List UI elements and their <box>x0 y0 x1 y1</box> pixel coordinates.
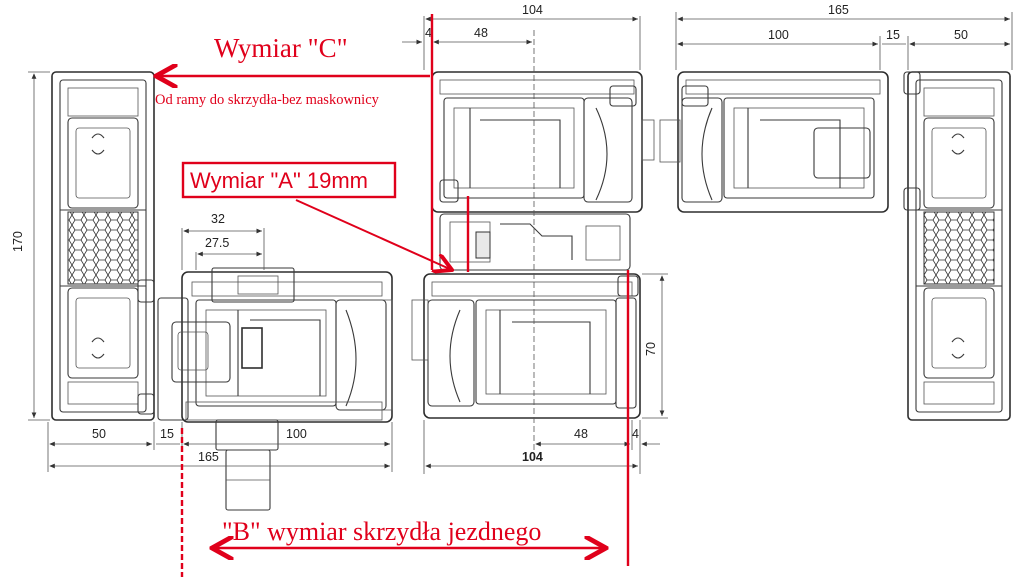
dim-48-bottom: 48 <box>574 427 588 441</box>
dim-27-5: 27.5 <box>205 236 229 250</box>
top-center-dimensions: 104 4 48 <box>402 3 641 460</box>
dim-104-top: 104 <box>522 3 543 17</box>
bottom-center-dimensions: 48 4 104 <box>423 420 660 474</box>
top-right-dimensions: 165 100 15 50 <box>675 3 1013 70</box>
center-top-sash-profile <box>431 71 655 213</box>
dim-4-bottom: 4 <box>632 427 639 441</box>
left-sash-profile <box>157 271 393 423</box>
interlock-profile <box>439 213 631 271</box>
center-bottom-sash-profile <box>411 273 641 419</box>
dim-50-top: 50 <box>954 28 968 42</box>
left-height-dimension: 170 <box>11 71 50 421</box>
dim-15: 15 <box>160 427 174 441</box>
red-annotations: Wymiar "C" Od ramy do skrzydła-bez masko… <box>155 14 630 577</box>
wymiar-c-note: Od ramy do skrzydła-bez maskownicy <box>155 92 380 108</box>
dim-165: 165 <box>198 450 219 464</box>
dim-100: 100 <box>286 427 307 441</box>
dim-170: 170 <box>11 231 25 252</box>
dim-48-top: 48 <box>474 26 488 40</box>
dim-165-top: 165 <box>828 3 849 17</box>
wymiar-c-label: Wymiar "C" <box>214 33 348 63</box>
dim-32: 32 <box>211 212 225 226</box>
dim-50: 50 <box>92 427 106 441</box>
height-70-dimension: 70 <box>642 273 668 419</box>
wymiar-a-label: Wymiar "A" 19mm <box>190 168 368 193</box>
dim-104-bottom: 104 <box>522 450 543 464</box>
dim-15-top: 15 <box>886 28 900 42</box>
left-frame-profile <box>51 71 155 421</box>
wymiar-a-box <box>181 161 397 199</box>
right-frame-profile <box>903 71 1011 421</box>
dim-100-top: 100 <box>768 28 789 42</box>
dim-70: 70 <box>644 342 658 356</box>
wymiar-a-arrow <box>295 199 452 270</box>
dim-4-top: 4 <box>425 26 432 40</box>
bottom-left-dimensions: 50 15 100 165 <box>47 422 393 472</box>
handle-profile <box>211 267 295 511</box>
right-sash-profile <box>659 71 889 213</box>
handle-dimensions: 32 27.5 <box>181 212 265 270</box>
wymiar-b-label: "B" wymiar skrzydła jezdnego <box>222 517 541 546</box>
